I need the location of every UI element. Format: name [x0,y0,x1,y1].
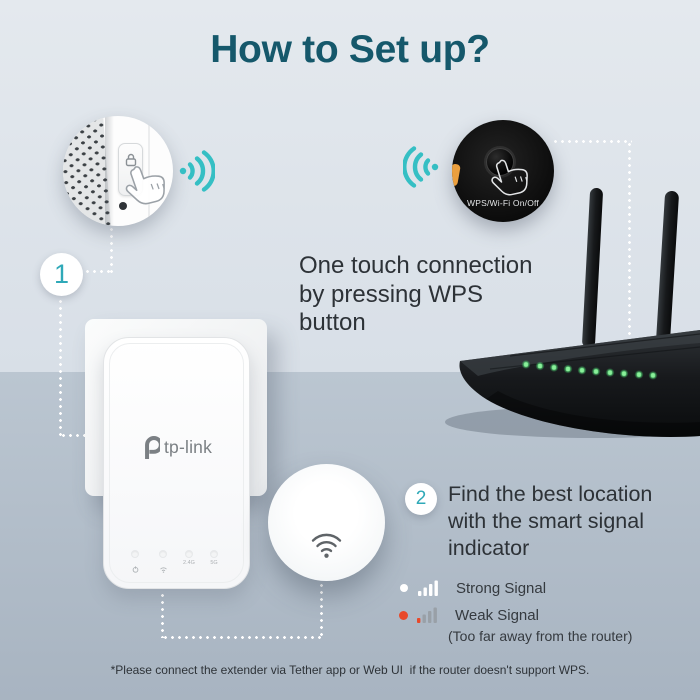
connector-extender-callout-v [110,226,113,273]
lock-icon [125,153,136,167]
extender-device: tp-link 2.4G [103,337,250,589]
strong-signal-row: Strong Signal [400,579,547,597]
page-title: How to Set up? [210,28,490,71]
router-button-callout: WPS/Wi-Fi On/Off [452,120,554,222]
tp-link-logo: tp-link [104,436,249,459]
indicator-glow [299,488,355,538]
router-groove-1 [509,333,700,357]
connector-router-callout-h [552,140,632,143]
led-power [126,550,144,578]
step-1-text: One touch connection by pressing WPS but… [299,252,533,336]
wifi-icon [159,567,167,573]
led-label: 5G [210,560,218,566]
router-antenna-right [655,190,679,353]
step-2-text: Find the best location with the smart si… [448,482,653,560]
connector-indicator-v2 [320,582,323,637]
connector-indicator-v1 [161,592,164,638]
extender-led-hole [119,202,127,210]
extender-edge-shade [105,116,114,226]
step-2-badge: 2 [405,483,437,515]
router-base-shade [486,391,700,437]
led-label: 2.4G [183,560,195,566]
led-5g: 5G [205,550,223,566]
led-wifi [154,550,172,578]
smart-signal-indicator [268,464,385,581]
connector-indicator-h [162,636,323,639]
connector-extender-callout-h [84,270,114,273]
router-leds [521,360,658,380]
power-icon [132,566,138,573]
led-2g: 2.4G [180,550,198,566]
pressing-hand-icon [125,166,165,205]
weak-signal-note: (Too far away from the router) [448,628,633,644]
step-1-badge: 1 [40,253,83,296]
extender-face-outline [109,343,244,583]
led-dot [159,550,167,558]
indicator-wifi-icon [311,533,342,558]
router-callout-label: WPS/Wi-Fi On/Off [467,198,539,208]
router-antenna-left [582,188,603,348]
footnote: *Please connect the extender via Tether … [110,663,590,677]
connector-step1-h [60,434,108,437]
extender-led-row: 2.4G 5G [104,550,249,576]
router-image [445,188,700,438]
pressing-hand-icon [491,159,528,196]
router-orange-accent [452,163,461,187]
led-dot [131,550,139,558]
weak-signal-bars-icon [417,607,437,623]
tp-link-logo-icon [145,436,160,459]
strong-signal-label: Strong Signal [456,579,547,597]
led-dot [210,550,218,558]
strong-signal-bars-icon [418,580,438,596]
connector-router-callout-v [628,141,631,338]
weak-signal-label: Weak Signal [455,606,539,624]
connector-step1-v [59,298,62,436]
brand-text: tp-link [163,437,213,457]
weak-signal-row: Weak Signal [399,606,539,624]
strong-signal-dot [400,584,408,592]
wifi-signal-right-icon [179,150,215,192]
weak-signal-dot [399,610,408,620]
wall-plate-line [148,116,150,226]
extender-button-callout [63,116,173,226]
led-dot [185,550,193,558]
wifi-signal-left-icon [403,146,439,188]
